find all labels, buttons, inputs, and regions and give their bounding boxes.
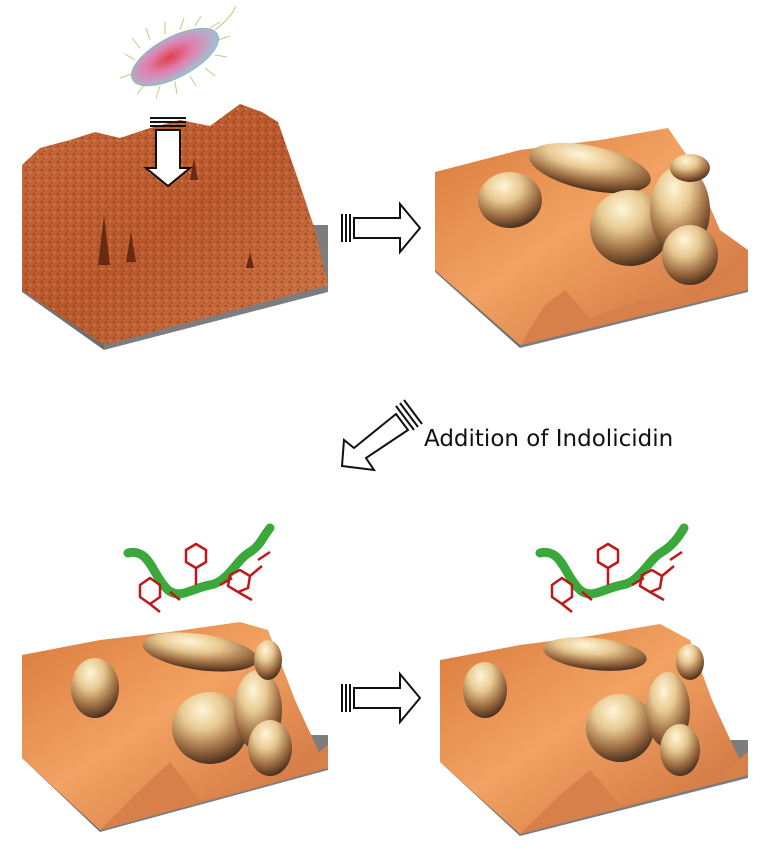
open-arrow-icon <box>341 201 422 255</box>
caption-addition: Addition of Indolicidin <box>424 426 673 452</box>
afm-panel-indolicidin-late <box>440 624 748 836</box>
open-arrow-icon <box>340 399 423 472</box>
indolicidin-peptide-icon <box>123 523 275 613</box>
afm-panel-indolicidin-early <box>22 622 328 832</box>
bacterium-icon <box>119 5 237 99</box>
open-arrow-icon <box>341 671 422 725</box>
open-arrow-icon <box>143 117 193 188</box>
afm-panel-bacterium <box>435 128 748 348</box>
indolicidin-peptide-icon <box>535 523 689 613</box>
afm-panel-initial <box>22 104 328 350</box>
